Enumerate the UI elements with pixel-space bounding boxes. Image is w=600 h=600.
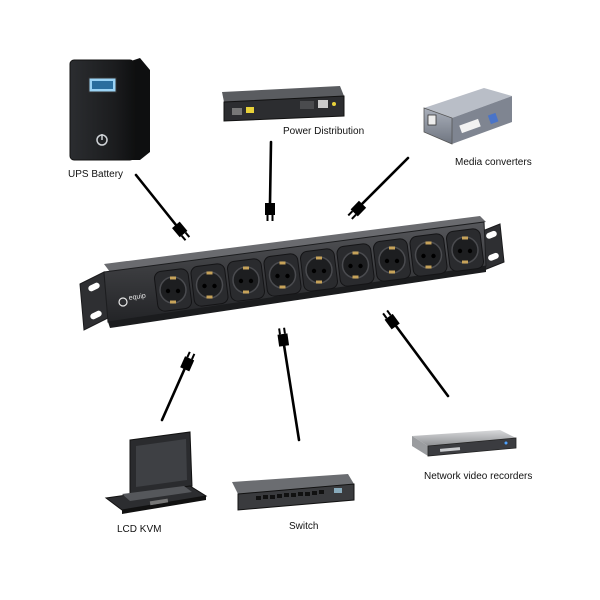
- plug-kvm: [180, 351, 196, 372]
- cable-switch: [282, 343, 301, 442]
- label-switch: Switch: [289, 521, 319, 532]
- plug-pdu: [265, 203, 275, 221]
- label-network-video-recorders: Network video recorders: [424, 471, 533, 482]
- cable-nvr: [394, 324, 450, 398]
- socket-row: [153, 228, 485, 312]
- cables: [134, 140, 450, 442]
- nvr-icon: [412, 430, 517, 457]
- media-converter-icon: [423, 88, 512, 145]
- outlet-socket: [153, 268, 193, 312]
- outlet-socket: [336, 243, 375, 287]
- plug-ups: [172, 221, 191, 241]
- outlet-socket: [409, 233, 448, 277]
- plug-switch: [277, 327, 290, 347]
- ups-icon: [69, 58, 150, 161]
- rack-pdu-icon: [222, 86, 345, 122]
- cable-pdu: [268, 140, 273, 205]
- outlet-socket: [190, 263, 229, 307]
- brand-logo-text: equip: [128, 293, 146, 302]
- cable-media: [360, 156, 410, 206]
- strip-logo: equip: [118, 293, 146, 307]
- outlet-socket: [445, 228, 485, 272]
- label-ups-battery: UPS Battery: [68, 169, 124, 180]
- lcd-kvm-icon: [104, 431, 208, 514]
- plug-nvr: [382, 309, 400, 330]
- label-media-converters: Media converters: [455, 157, 532, 168]
- plug-media: [347, 200, 367, 220]
- network-switch-icon: [232, 474, 355, 511]
- cable-ups: [134, 173, 178, 227]
- outlet-socket: [299, 248, 339, 292]
- label-lcd-kvm: LCD KVM: [117, 524, 162, 535]
- outlet-socket: [226, 258, 266, 302]
- cable-kvm: [160, 366, 187, 422]
- outlet-socket: [263, 253, 302, 297]
- outlet-socket: [372, 238, 412, 282]
- label-power-distribution: Power Distribution: [283, 126, 365, 137]
